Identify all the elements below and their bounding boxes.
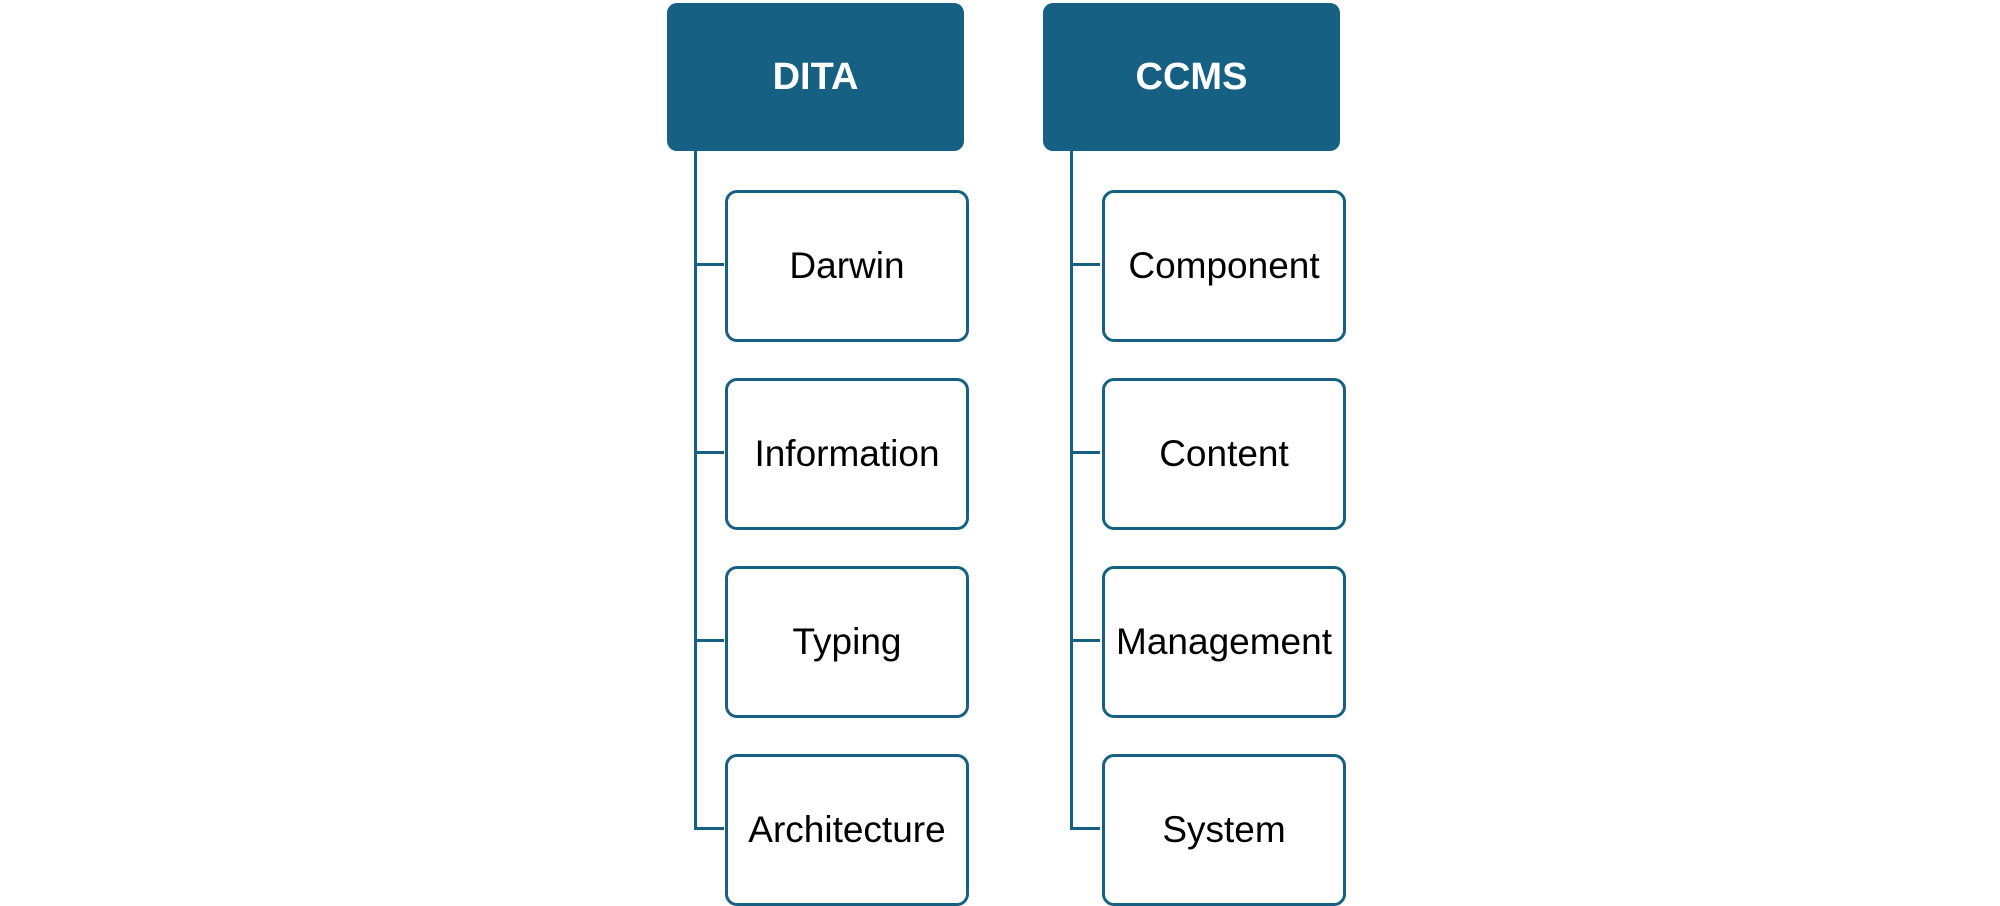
node-content: Content <box>1102 378 1346 530</box>
connector-branch <box>694 451 724 454</box>
group-header-ccms: CCMS <box>1043 3 1340 151</box>
connector-trunk-ccms <box>1070 150 1073 830</box>
node-system: System <box>1102 754 1346 906</box>
connector-trunk-dita <box>694 150 697 830</box>
node-typing: Typing <box>725 566 969 718</box>
connector-branch <box>1070 639 1100 642</box>
connector-branch <box>694 827 724 830</box>
connector-branch <box>1070 263 1100 266</box>
node-information: Information <box>725 378 969 530</box>
node-management: Management <box>1102 566 1346 718</box>
group-header-dita: DITA <box>667 3 964 151</box>
connector-branch <box>694 639 724 642</box>
connector-branch <box>694 263 724 266</box>
connector-branch <box>1070 827 1100 830</box>
connector-branch <box>1070 451 1100 454</box>
node-darwin: Darwin <box>725 190 969 342</box>
node-architecture: Architecture <box>725 754 969 906</box>
node-component: Component <box>1102 190 1346 342</box>
